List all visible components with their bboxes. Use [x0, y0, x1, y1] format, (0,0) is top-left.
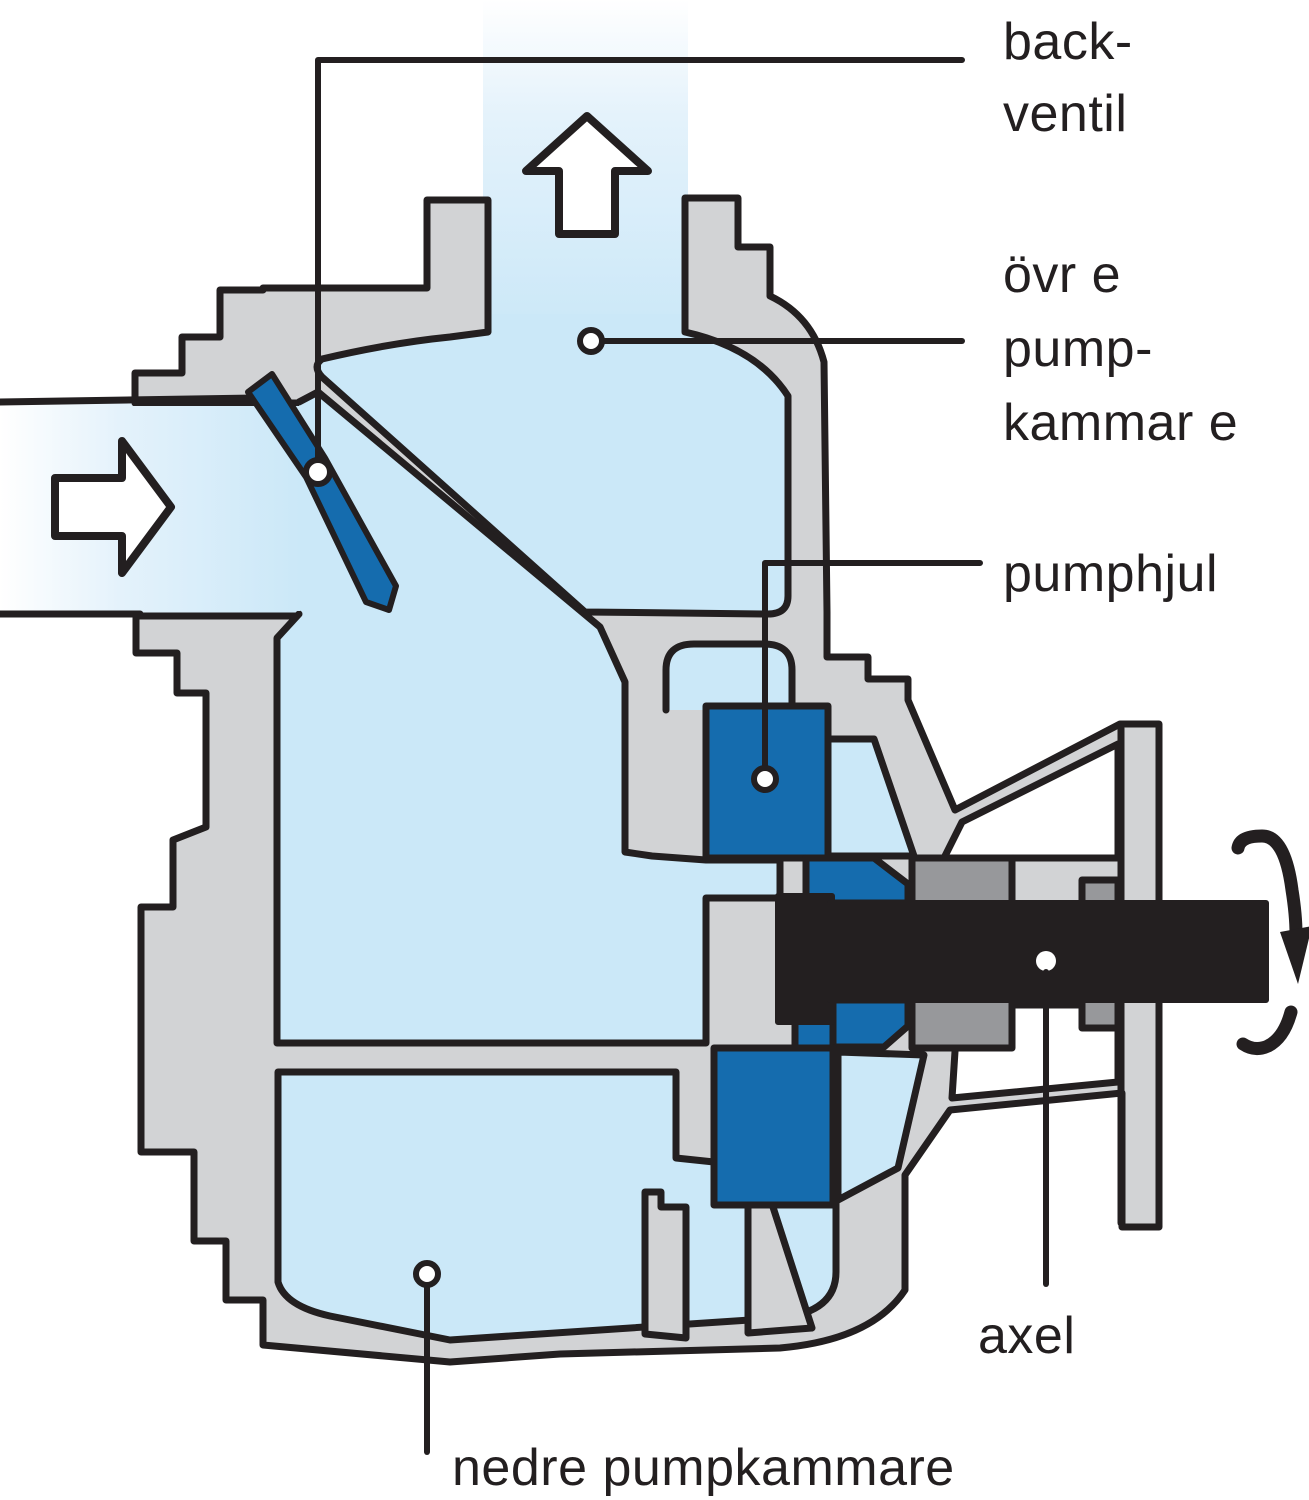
label-backventil-line1: back-: [1003, 13, 1133, 71]
seal-block-upper: [908, 854, 1016, 909]
label-ovre-pumpkammare: övr e pump- kammar e: [1003, 238, 1238, 460]
label-backventil: back- ventil: [1003, 6, 1133, 150]
label-backventil-line2: ventil: [1003, 85, 1128, 143]
label-ovre-line3: kammar e: [1003, 394, 1239, 452]
leader-lines: [315, 57, 1049, 1455]
label-ovre-line1: övr e: [1003, 246, 1122, 304]
side-channel-water: [834, 1048, 928, 1204]
inlet-arm-water: [277, 392, 780, 1043]
inlet-arrow-icon: [51, 437, 175, 577]
leader-dots: [303, 327, 779, 1288]
dot-nedre-pumpkammare: [413, 1260, 441, 1288]
upper-chamber-water: [317, 314, 788, 614]
label-pumphjul: pumphjul: [1003, 545, 1219, 603]
outlet-arrow-icon: [522, 112, 652, 238]
lower-chamber-baffle: [641, 1188, 690, 1342]
impeller-dome-water: [666, 644, 792, 710]
label-ovre-line2: pump-: [1003, 320, 1153, 378]
impeller: [702, 702, 912, 1209]
label-axel: axel: [978, 1307, 1076, 1365]
label-nedre-pumpkammare: nedre pumpkammare: [452, 1439, 955, 1497]
dot-ovre-pumpkammare: [577, 327, 605, 355]
impeller-dome-outline: [662, 640, 796, 714]
shaft-leader-dot: [1036, 951, 1056, 971]
dot-backventil: [303, 457, 333, 487]
rotation-arrow-icon: [1231, 829, 1309, 1056]
seal-block-lower: [908, 994, 1016, 1052]
check-valve-flap: [245, 371, 399, 613]
leader-pumphjul: [762, 560, 983, 773]
leader-backventil: [315, 57, 965, 469]
inlet-pipe-top-line: [0, 394, 260, 406]
dot-pumphjul: [751, 765, 779, 793]
